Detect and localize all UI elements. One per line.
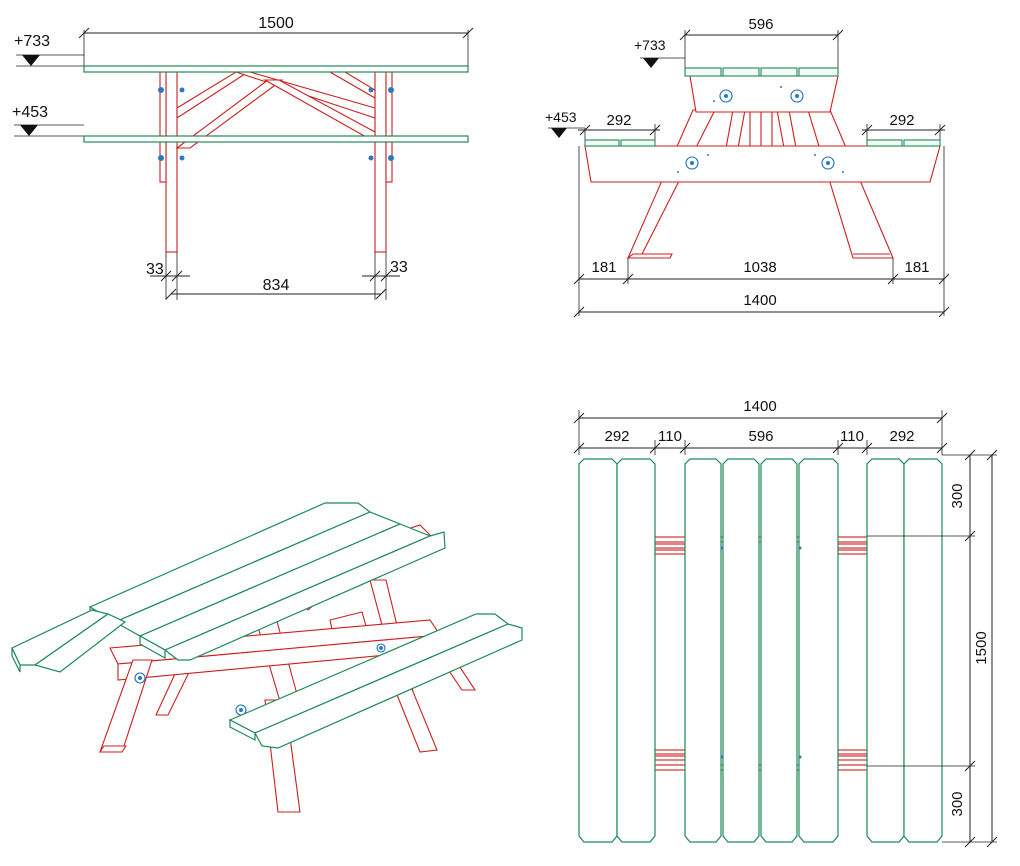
front-leg-right: [374, 71, 387, 253]
side-seat-left-label: 292: [606, 112, 631, 129]
side-top-width-label: 596: [748, 16, 773, 33]
side-top-apron: [689, 75, 839, 113]
front-seat: [83, 135, 469, 143]
iso-seat-right: [228, 613, 523, 749]
side-level-seat-marker: +453: [545, 109, 585, 138]
side-seat-right: [866, 139, 941, 147]
iso-seat-left: [11, 609, 127, 673]
plan-view: 1400 292 110 596 110 292: [573, 398, 998, 848]
front-brace-3: [175, 79, 284, 149]
plan-seat-right: [866, 458, 943, 843]
plan-length-label: 1500: [973, 631, 990, 664]
side-level-top-marker: +733: [634, 37, 685, 68]
plan-top-width-label: 596: [748, 428, 773, 445]
side-total-width-label: 1400: [743, 292, 776, 309]
front-leg-right-label: 33: [390, 259, 408, 276]
side-elevation: 596 +733 +453 292 292: [545, 16, 950, 318]
plan-gap-left-label: 110: [658, 428, 682, 445]
front-level-top-marker: +733: [14, 33, 84, 67]
plan-end-bottom-label: 300: [949, 791, 966, 816]
plan-table-top: [684, 458, 839, 843]
plan-seat-left-label: 292: [604, 428, 629, 445]
side-leg-right: [807, 109, 894, 259]
front-level-seat-label: +453: [12, 104, 48, 121]
front-brace-4: [262, 79, 376, 143]
side-table-top: [684, 67, 839, 77]
plan-seat-left: [578, 458, 656, 843]
side-foot-span-label: 1038: [743, 259, 776, 276]
front-length-label: 1500: [258, 15, 294, 32]
front-level-seat-marker: +453: [12, 104, 84, 137]
front-leg-left: [165, 71, 178, 253]
isometric-view: [11, 502, 523, 813]
plan-end-top-label: 300: [949, 483, 966, 508]
side-foot-right-label: 181: [904, 259, 929, 276]
plan-total-width-label: 1400: [743, 398, 776, 415]
side-level-seat-label: +453: [545, 109, 577, 125]
side-seat-right-label: 292: [889, 112, 914, 129]
side-foot-left-label: 181: [591, 259, 616, 276]
plan-gap-right-label: 110: [840, 428, 864, 445]
front-table-top: [83, 65, 469, 73]
front-leg-left-label: 33: [146, 261, 164, 278]
side-level-top-label: +733: [634, 37, 666, 53]
front-level-top-label: +733: [14, 33, 50, 50]
side-seat-left: [584, 139, 656, 147]
plan-seat-right-label: 292: [889, 428, 914, 445]
side-seat-apron: [584, 145, 941, 183]
front-elevation: 1500 +733 +453: [12, 15, 474, 300]
side-leg-left: [627, 109, 716, 259]
front-leg-span-label: 834: [263, 277, 290, 294]
